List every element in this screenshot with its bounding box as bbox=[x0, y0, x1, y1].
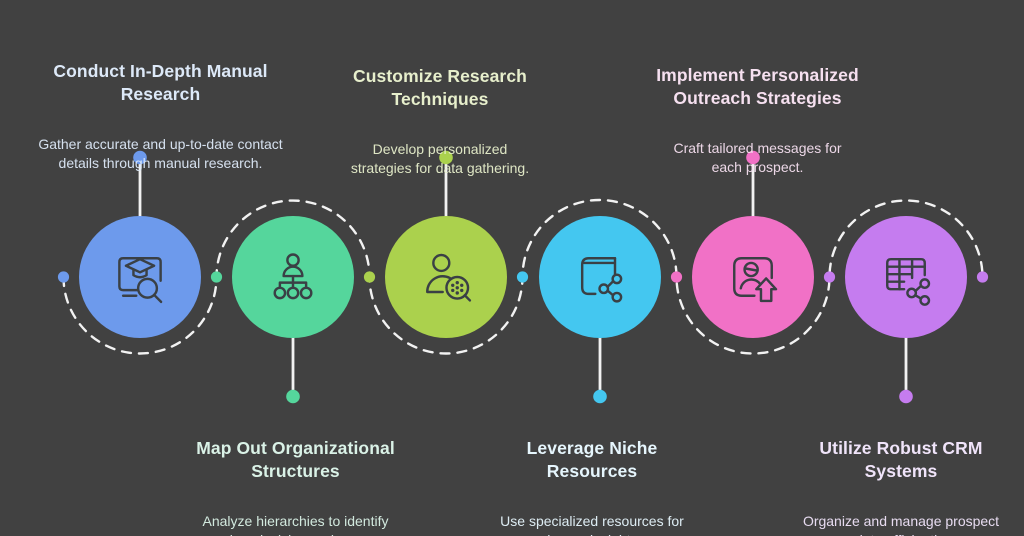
stem-dot bbox=[286, 389, 300, 404]
step-title: Customize Research Techniques bbox=[353, 66, 527, 109]
step-text-2: Map Out Organizational Structures Analyz… bbox=[163, 419, 428, 536]
step-circle-2 bbox=[232, 216, 354, 338]
step-description: Craft tailored messages for each prospec… bbox=[673, 140, 842, 175]
step-title: Conduct In-Depth Manual Research bbox=[53, 61, 268, 104]
step-text-6: Utilize Robust CRM Systems Organize and … bbox=[770, 419, 1024, 536]
stem-step-4 bbox=[593, 336, 607, 404]
crm-table-share-icon bbox=[886, 257, 931, 306]
stem-dot bbox=[899, 389, 913, 404]
junction-dot-1 bbox=[57, 271, 70, 283]
step-circle-6 bbox=[845, 216, 967, 338]
stem-step-2 bbox=[286, 336, 300, 404]
junction-dot-5 bbox=[670, 271, 683, 283]
org-chart-icon bbox=[273, 253, 313, 300]
step-title: Leverage Niche Resources bbox=[526, 438, 658, 481]
step-description: Use specialized resources for deeper ins… bbox=[500, 513, 684, 536]
person-data-magnifier-icon bbox=[426, 253, 472, 302]
step-circle-5 bbox=[692, 216, 814, 338]
junction-dot-6 bbox=[823, 271, 836, 283]
step-circle-4 bbox=[539, 216, 661, 338]
stem-dot bbox=[593, 389, 607, 404]
junction-dot-7 bbox=[976, 271, 989, 283]
step-text-4: Leverage Niche Resources Use specialized… bbox=[472, 419, 712, 536]
junction-dot-4 bbox=[516, 271, 529, 283]
junction-dot-2 bbox=[210, 271, 223, 283]
step-text-1: Conduct In-Depth Manual Research Gather … bbox=[28, 42, 293, 190]
step-title: Utilize Robust CRM Systems bbox=[819, 438, 983, 481]
step-text-5: Implement Personalized Outreach Strategi… bbox=[625, 46, 890, 194]
step-circle-1 bbox=[79, 216, 201, 338]
step-circle-3 bbox=[385, 216, 507, 338]
step-description: Analyze hierarchies to identify key deci… bbox=[202, 513, 389, 536]
stem-step-6 bbox=[899, 336, 913, 404]
step-description: Organize and manage prospect data effici… bbox=[802, 513, 1000, 536]
step-title: Implement Personalized Outreach Strategi… bbox=[656, 65, 859, 108]
education-search-icon bbox=[118, 257, 163, 304]
step-description: Gather accurate and up-to-date contact d… bbox=[38, 136, 283, 171]
junction-dot-3 bbox=[363, 271, 376, 283]
step-description: Develop personalized strategies for data… bbox=[350, 141, 530, 176]
step-title: Map Out Organizational Structures bbox=[196, 438, 395, 481]
step-text-3: Customize Research Techniques Develop pe… bbox=[320, 47, 560, 195]
contact-upload-icon bbox=[733, 257, 778, 303]
book-share-icon bbox=[580, 257, 623, 303]
